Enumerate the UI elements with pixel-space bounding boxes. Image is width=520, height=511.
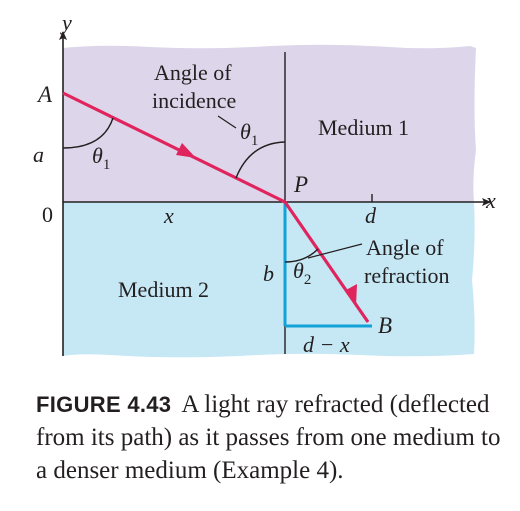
y-axis-label: y	[60, 10, 72, 35]
medium2-label: Medium 2	[118, 277, 209, 302]
angle-arc-theta1-at-p	[235, 141, 286, 179]
point-b-label: B	[378, 313, 392, 338]
refraction-diagram: y x 0 A P B a x d b d − x θ1 θ1 θ2 Angle…	[33, 10, 496, 358]
theta2-label: θ2	[293, 258, 311, 288]
theta1-label-at-a: θ1	[92, 143, 110, 173]
dist-a-label: a	[33, 142, 44, 167]
theta1-label-at-p: θ1	[240, 119, 258, 149]
refraction-label-line1: Angle of	[366, 235, 444, 260]
point-p-label: P	[293, 172, 308, 197]
angle-arc-theta1-at-a	[62, 117, 114, 149]
dist-x-label: x	[163, 203, 174, 228]
x-axis-label: x	[485, 188, 496, 213]
incidence-label-line2: incidence	[152, 88, 236, 113]
incident-ray	[62, 91, 286, 204]
refraction-leader	[307, 243, 363, 259]
refracted-ray-arrowhead	[346, 284, 357, 306]
refraction-label-line2: refraction	[364, 263, 450, 288]
origin-label: 0	[42, 202, 53, 227]
medium1-region	[63, 44, 476, 202]
incidence-leader	[217, 115, 237, 129]
figure-caption-text: A light ray refracted (deflected from it…	[36, 391, 501, 484]
figure-label: FIGURE 4.43	[36, 392, 172, 417]
incidence-label-line1: Angle of	[154, 60, 232, 85]
dist-d-label: d	[365, 203, 377, 228]
incident-ray-arrowhead	[176, 143, 196, 158]
medium2-region	[63, 202, 475, 358]
dist-b-label: b	[263, 261, 274, 286]
dist-d-minus-x-label: d − x	[303, 332, 350, 357]
medium1-label: Medium 1	[318, 115, 409, 140]
point-a-label: A	[36, 82, 53, 107]
angle-arc-theta2	[284, 248, 319, 263]
